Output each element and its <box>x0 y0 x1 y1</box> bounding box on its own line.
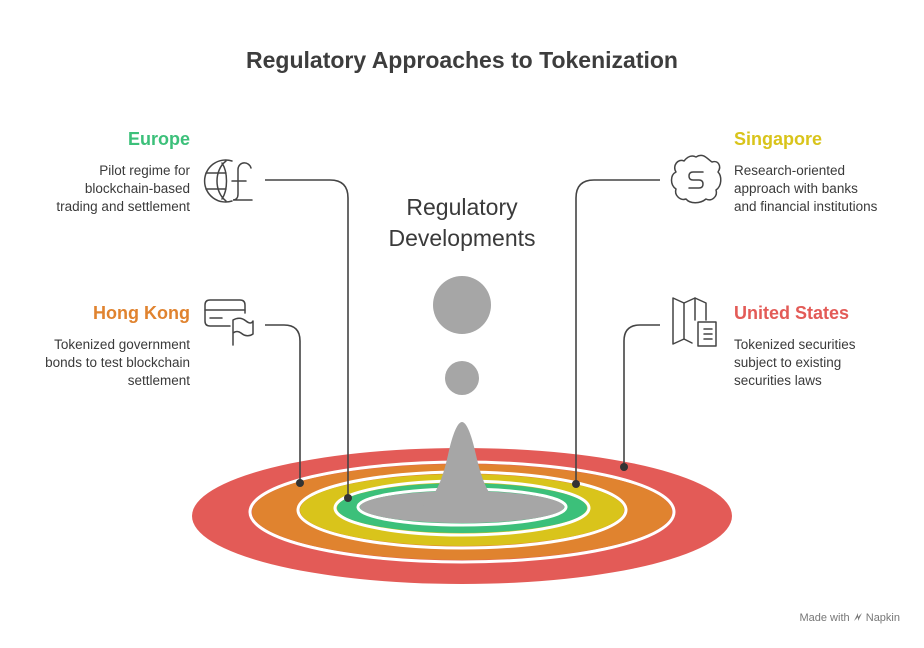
hong-kong-desc-line: bonds to test blockchain <box>45 355 190 370</box>
hong-kong-block: Hong Kong Tokenized government bonds to … <box>45 303 190 390</box>
connector-dot-united-states <box>620 463 628 471</box>
connector-hong-kong <box>265 324 301 483</box>
hong-kong-title: Hong Kong <box>93 303 190 323</box>
made-with-label: Made with <box>799 612 850 624</box>
singapore-block: Singapore Research-oriented approach wit… <box>734 129 877 216</box>
europe-desc-line: Pilot regime for <box>99 163 190 178</box>
connector-dot-europe <box>344 494 352 502</box>
card-flag-icon <box>204 299 254 346</box>
connector-dot-singapore <box>572 480 580 488</box>
center-label: Regulatory Developments <box>362 192 562 254</box>
footer-credit[interactable]: Made with Napkin <box>799 612 900 624</box>
hong-kong-desc-line: Tokenized government <box>54 337 190 352</box>
singapore-desc-line: Research-oriented <box>734 163 846 178</box>
united-states-description: Tokenized securities subject to existing… <box>734 336 856 390</box>
united-states-desc-line: securities laws <box>734 373 822 388</box>
europe-desc-line: blockchain-based <box>84 181 190 196</box>
europe-title: Europe <box>127 129 190 149</box>
napkin-brand: Napkin <box>865 612 900 624</box>
united-states-desc-line: Tokenized securities <box>734 337 856 352</box>
diagram-title: Regulatory Approaches to Tokenization <box>246 47 678 73</box>
connector-singapore <box>575 179 660 484</box>
droplet-small <box>445 361 479 395</box>
dollar-badge-icon <box>670 154 722 204</box>
napkin-logo-icon <box>853 612 866 624</box>
europe-block: Europe Pilot regime for blockchain-based… <box>56 129 190 216</box>
singapore-title: Singapore <box>734 129 823 149</box>
united-states-title: United States <box>734 303 850 323</box>
center-label-line2: Developments <box>388 225 536 251</box>
center-label-line1: Regulatory <box>406 194 518 220</box>
singapore-desc-line: approach with banks <box>734 181 858 196</box>
connector-europe <box>265 179 349 498</box>
hong-kong-desc-line: settlement <box>127 373 190 388</box>
singapore-desc-line: and financial institutions <box>734 199 878 214</box>
europe-description: Pilot regime for blockchain-based tradin… <box>56 162 190 216</box>
connector-united-states <box>623 324 660 467</box>
connector-dot-hong-kong <box>296 479 304 487</box>
hong-kong-description: Tokenized government bonds to test block… <box>45 336 190 390</box>
map-document-icon <box>672 297 717 347</box>
united-states-block: United States Tokenized securities subje… <box>734 303 856 390</box>
droplet-large <box>433 276 491 334</box>
splash-peak <box>396 422 528 515</box>
united-states-desc-line: subject to existing <box>734 355 842 370</box>
singapore-description: Research-oriented approach with banks an… <box>734 162 877 216</box>
globe-pound-icon <box>203 159 253 203</box>
europe-desc-line: trading and settlement <box>56 199 190 214</box>
